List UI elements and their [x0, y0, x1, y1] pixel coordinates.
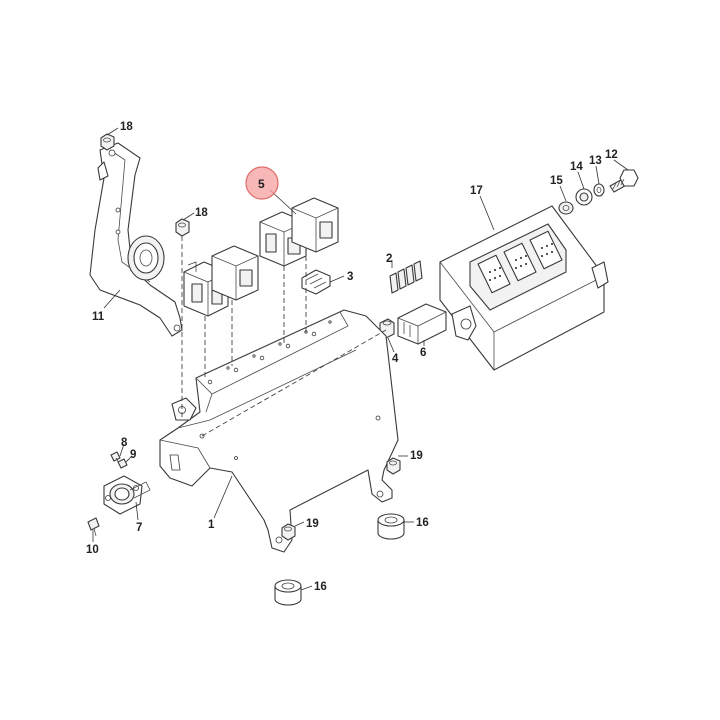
callout-label-12[interactable]: 12 — [605, 149, 618, 161]
assembly-guide-lines — [181, 236, 387, 437]
callout-label-9[interactable]: 9 — [130, 449, 136, 461]
clip-part-3[interactable] — [301, 269, 331, 295]
callout-label-17[interactable]: 17 — [470, 185, 483, 197]
callout-label-14[interactable]: 14 — [570, 161, 583, 173]
fuses-part-2[interactable] — [389, 260, 423, 294]
callout-label-4[interactable]: 4 — [392, 353, 399, 365]
callout-label-5[interactable]: 5 — [258, 177, 265, 191]
callout-label-19-right[interactable]: 19 — [410, 450, 423, 462]
nut-part-18-mid[interactable] — [175, 218, 190, 237]
nut-part-19-right[interactable] — [386, 457, 401, 475]
callout-label-3[interactable]: 3 — [347, 271, 353, 283]
plate-part-1[interactable] — [159, 309, 399, 553]
spacer-part-16-right[interactable] — [377, 513, 405, 540]
callout-label-11[interactable]: 11 — [92, 311, 105, 323]
callout-label-18-upper[interactable]: 18 — [120, 121, 133, 133]
callout-label-1[interactable]: 1 — [208, 519, 215, 531]
bolt-part-12[interactable] — [609, 169, 639, 193]
relay-part-5-b[interactable] — [291, 197, 339, 253]
nut-part-19-lower[interactable] — [281, 523, 296, 541]
callout-label-13[interactable]: 13 — [589, 155, 602, 167]
relay-left-2[interactable] — [211, 245, 259, 301]
callout-label-15[interactable]: 15 — [550, 175, 563, 187]
callout-label-16-lower[interactable]: 16 — [314, 581, 327, 593]
callout-label-6[interactable]: 6 — [420, 347, 426, 359]
screw-part-9[interactable] — [117, 458, 128, 469]
grommet-part-15[interactable] — [558, 201, 574, 215]
connector-part-6[interactable] — [397, 303, 447, 345]
screw-part-10[interactable] — [87, 517, 100, 537]
callout-label-18-mid[interactable]: 18 — [195, 207, 208, 219]
ecu-part-17[interactable] — [439, 205, 609, 371]
washer-part-13[interactable] — [593, 183, 605, 197]
bracket-part-11[interactable] — [89, 142, 183, 337]
spacer-part-16-lower[interactable] — [274, 579, 302, 606]
callout-label-8[interactable]: 8 — [121, 437, 128, 449]
callout-label-16-right[interactable]: 16 — [416, 517, 429, 529]
sensor-part-7[interactable] — [103, 475, 151, 515]
leader-lines — [92, 127, 629, 591]
callout-label-19-lower[interactable]: 19 — [306, 518, 319, 530]
callout-label-2[interactable]: 2 — [386, 253, 392, 265]
callout-labels: 18 18 5 3 2 4 6 17 15 14 13 12 11 8 9 7 … — [86, 121, 618, 593]
bushing-part-14[interactable] — [575, 188, 593, 206]
callout-label-10[interactable]: 10 — [86, 544, 99, 556]
callout-label-7[interactable]: 7 — [136, 522, 142, 534]
highlight-circle-part-5[interactable] — [245, 166, 279, 200]
nut-part-18-upper[interactable] — [100, 133, 115, 151]
